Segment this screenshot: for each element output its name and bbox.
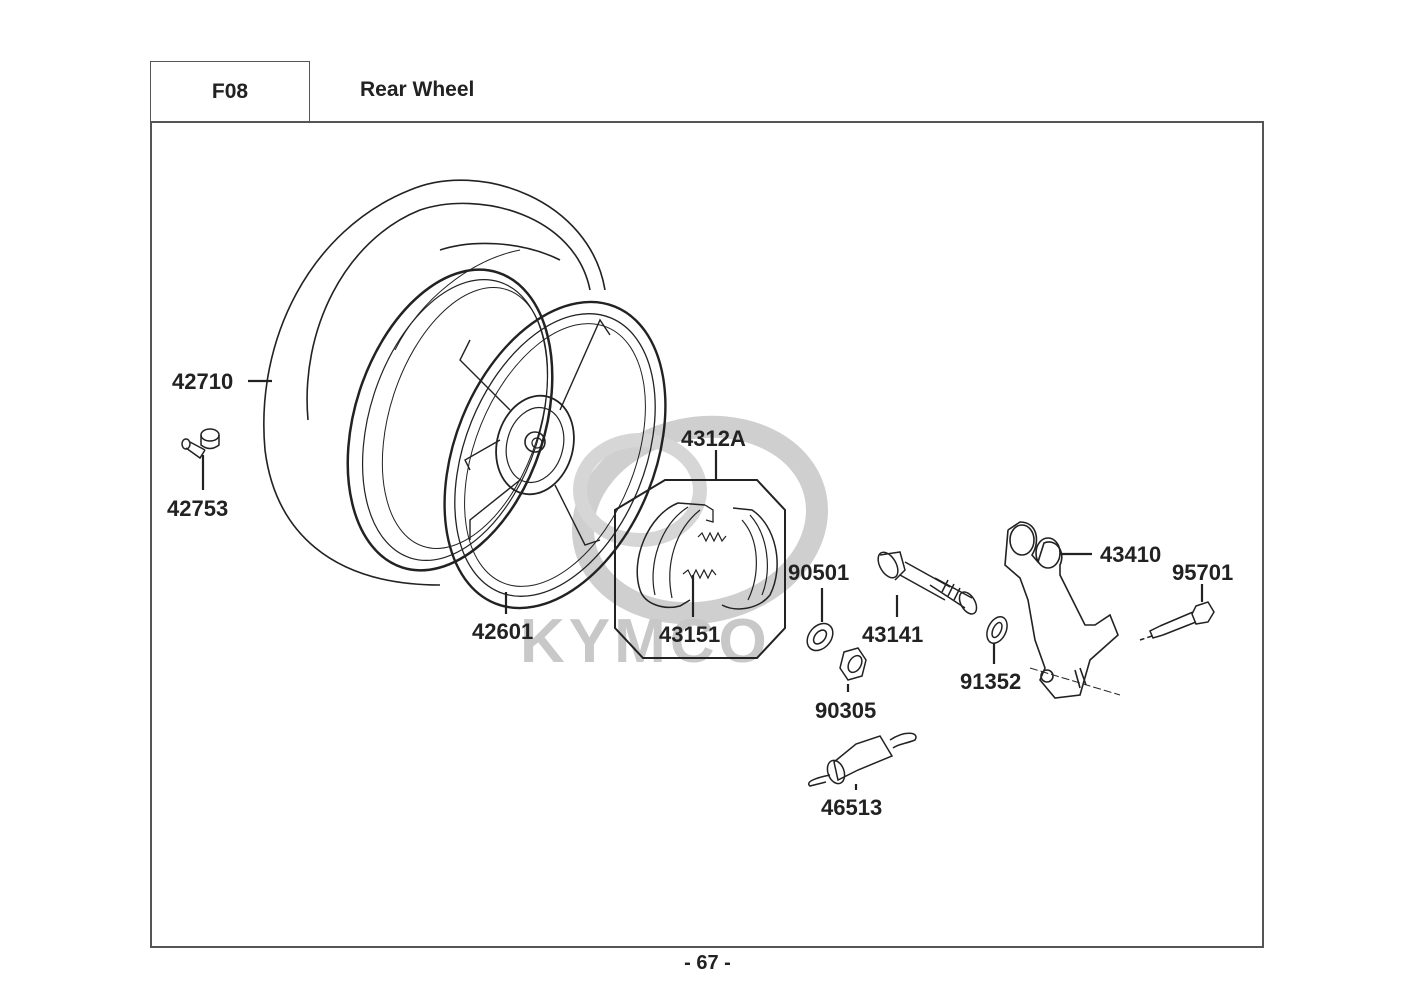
callout-43141: 43141 <box>862 622 923 647</box>
valve-drawing <box>181 428 220 460</box>
tire-drawing <box>263 179 606 586</box>
watermark-text: KYMCO <box>520 607 771 676</box>
leader-lines <box>201 379 1204 790</box>
washer-90501-drawing <box>806 622 834 652</box>
callout-42753: 42753 <box>167 496 228 521</box>
callout-4312A: 4312A <box>681 426 746 451</box>
callout-43151: 43151 <box>659 622 720 647</box>
callout-42710: 42710 <box>172 369 233 394</box>
callout-46513: 46513 <box>821 795 882 820</box>
callout-90501: 90501 <box>788 560 849 585</box>
callout-43410: 43410 <box>1100 542 1161 567</box>
callout-95701: 95701 <box>1172 560 1233 585</box>
wheel-rim-drawing <box>346 268 667 610</box>
brake-shoe-kit-box <box>614 479 786 659</box>
washer-91352-drawing <box>986 616 1008 644</box>
diagram-frame <box>150 121 1264 948</box>
page-number: - 67 - <box>684 952 731 974</box>
brake-cam-drawing <box>877 551 978 615</box>
part-labels: 42710 42753 42601 4312A 43151 90501 4314… <box>167 369 1233 820</box>
nut-90305-drawing <box>839 647 867 681</box>
section-code: F08 <box>150 61 310 122</box>
brake-arm-drawing <box>1004 521 1121 699</box>
return-spring-drawing <box>808 732 917 787</box>
callout-42601: 42601 <box>472 619 533 644</box>
bolt-95701-drawing <box>1139 601 1215 641</box>
section-title: Rear Wheel <box>360 78 475 101</box>
callout-91352: 91352 <box>960 669 1021 694</box>
callout-90305: 90305 <box>815 698 876 723</box>
